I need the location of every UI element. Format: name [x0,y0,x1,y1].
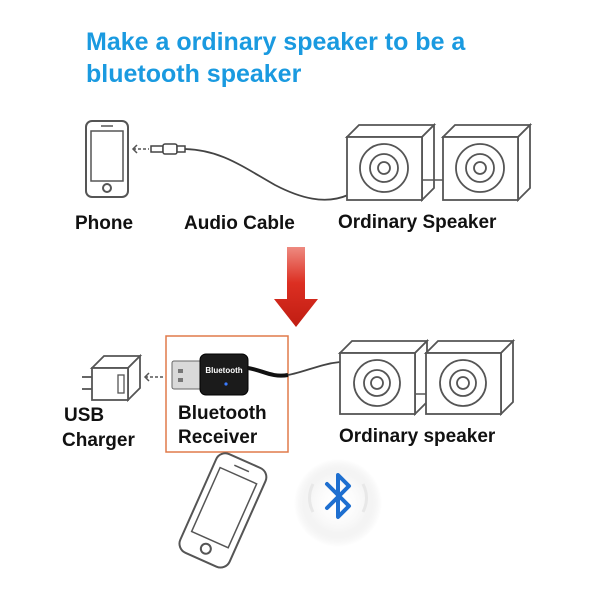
speaker-icon [440,122,533,203]
bluetooth-receiver-icon: Bluetooth [171,353,289,396]
page-title: Make a ordinary speaker to be a bluetoot… [86,28,466,88]
plug-direction-arrow [143,372,164,382]
audio-cable-label: Audio Cable [184,213,295,234]
usb-charger-label-line2: Charger [62,430,135,451]
receiver-highlight-box [165,335,289,453]
usb-charger-label-line1: USB [64,405,105,426]
speaker-label-top: Ordinary Speaker [338,212,497,233]
speaker-label-bottom: Ordinary speaker [339,426,496,447]
audio-cable [184,148,349,201]
down-arrow-icon [274,247,318,327]
receiver-device-text: Bluetooth [205,366,242,375]
bluetooth-icon [294,459,382,547]
plug-direction-arrow [131,144,149,154]
phone-label: Phone [75,213,134,234]
speaker-icon [344,122,437,203]
phone-icon [85,120,129,198]
receiver-label-line1: Bluetooth [178,403,267,424]
audio-plug-icon [150,143,186,155]
speaker-icon [337,338,430,417]
phone-icon [178,452,268,569]
receiver-label-line2: Receiver [178,427,258,448]
audio-cable [287,361,341,376]
usb-charger-icon [82,353,143,403]
speaker-icon [423,338,516,417]
